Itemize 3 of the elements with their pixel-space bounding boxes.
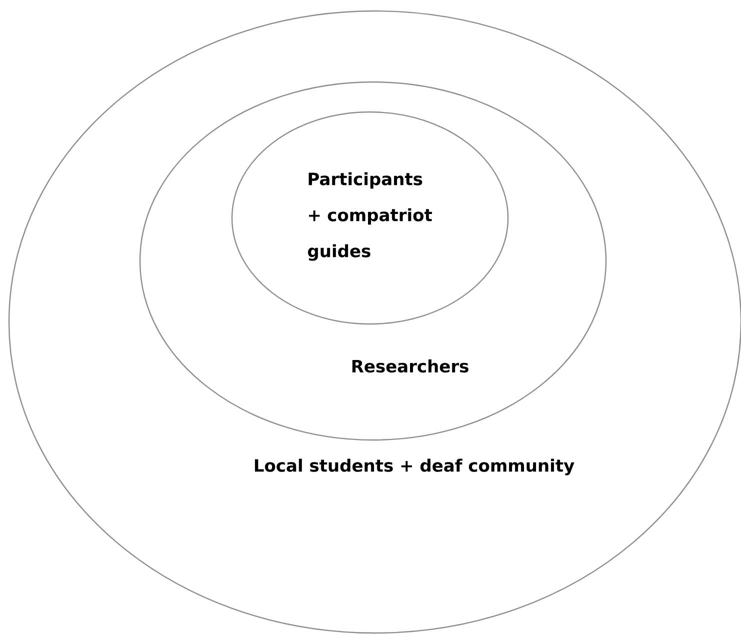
ellipse-label: Participants + compatriot guides [308, 172, 432, 261]
ellipse-label: Local students + deaf community [254, 458, 574, 476]
ellipse-label: Researchers [352, 359, 468, 373]
